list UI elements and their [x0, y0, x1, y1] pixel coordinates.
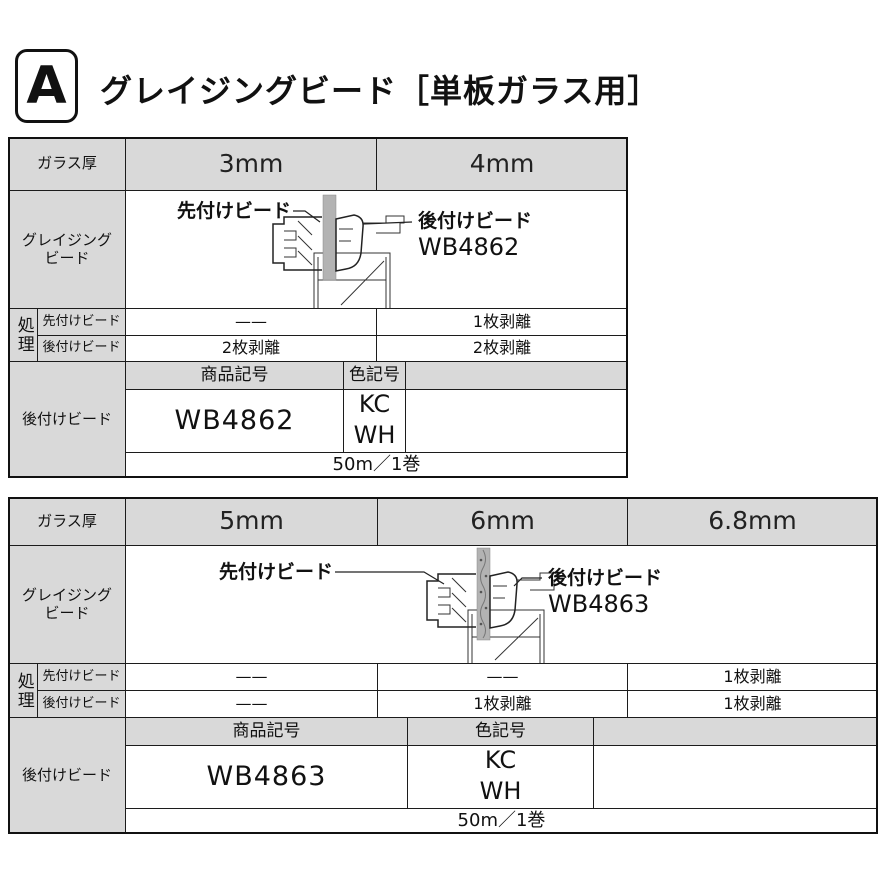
- thickness-value: 6.8mm: [627, 497, 878, 546]
- diagonal-line: [340, 260, 385, 306]
- pre-bead-shape: [451, 577, 467, 623]
- processing-value: ——: [125, 690, 378, 718]
- empty-header-cell: [405, 361, 628, 390]
- pre-bead-row-label: 先付けビード: [37, 663, 126, 691]
- post-bead-row-label: 後付けビード: [37, 335, 126, 362]
- sash-box: [313, 252, 391, 308]
- product-code-header: 商品記号: [125, 717, 408, 746]
- empty-header-cell: [593, 717, 878, 746]
- processing-value: ——: [125, 663, 378, 691]
- post-bead-section-label: 後付けビード: [8, 361, 126, 478]
- processing-value: ——: [125, 308, 377, 336]
- post-bead-shape: [335, 214, 364, 272]
- product-code-value: WB4862: [125, 389, 344, 453]
- processing-value: 1枚剥離: [627, 663, 878, 691]
- pre-bead-label: 先付けビード: [219, 560, 333, 583]
- color-code-header: 色記号: [407, 717, 594, 746]
- product-code-header: 商品記号: [125, 361, 344, 390]
- packing-value: 50m／1巻: [125, 452, 628, 478]
- cross-section-diagram-wb4862: 先付けビード 後付けビード WB4862: [177, 194, 532, 308]
- diagonal-line: [494, 617, 539, 661]
- pre-bead-shape: [297, 220, 313, 266]
- post-bead-leader: [362, 221, 413, 225]
- glass-pane: [322, 194, 337, 281]
- processing-label: 処理: [8, 663, 38, 718]
- processing-value: ——: [377, 663, 628, 691]
- post-bead-code: WB4863: [548, 590, 649, 618]
- post-bead-leader: [513, 577, 542, 587]
- glass-thickness-label: ガラス厚: [8, 137, 126, 191]
- glazing-bead-row-label: グレイジング ビード: [8, 545, 126, 664]
- processing-value: 2枚剥離: [376, 335, 628, 362]
- post-bead-label: 後付けビード: [548, 566, 662, 589]
- glass-texture: [480, 549, 486, 639]
- diagram-cell: 先付けビード 後付けビード WB4862: [125, 190, 628, 309]
- empty-cell: [405, 389, 628, 453]
- color-code-value: WH: [343, 420, 406, 453]
- section-badge: A: [15, 49, 78, 123]
- thickness-value: 3mm: [125, 137, 377, 191]
- processing-value: 1枚剥離: [627, 690, 878, 718]
- glazing-bead-row-label: グレイジング ビード: [8, 190, 126, 309]
- diagram-cell: 先付けビード 後付けビード WB4863: [125, 545, 878, 664]
- glass-pane: [476, 547, 491, 641]
- post-bead-label: 後付けビード: [418, 209, 532, 232]
- pre-bead-row-label: 先付けビード: [37, 308, 126, 336]
- color-code-value: KC: [343, 389, 406, 421]
- post-bead-section-label: 後付けビード: [8, 717, 126, 834]
- processing-value: 2枚剥離: [125, 335, 377, 362]
- processing-value: 1枚剥離: [377, 690, 628, 718]
- packing-value: 50m／1巻: [125, 808, 878, 834]
- page-title: グレイジングビード［単板ガラス用］: [100, 72, 661, 110]
- color-code-header: 色記号: [343, 361, 406, 390]
- left-frame-profile: [272, 216, 322, 271]
- glass-thickness-label: ガラス厚: [8, 497, 126, 546]
- processing-value: 1枚剥離: [376, 308, 628, 336]
- post-bead-row-label: 後付けビード: [37, 690, 126, 718]
- cross-section-diagram-wb4863: 先付けビード 後付けビード WB4863: [219, 547, 662, 663]
- pre-bead-leader: [293, 210, 321, 223]
- post-bead-shape: [489, 571, 518, 629]
- left-frame-profile: [426, 573, 476, 628]
- color-code-value: KC: [407, 745, 594, 777]
- thickness-value: 4mm: [376, 137, 628, 191]
- processing-label: 処理: [8, 308, 38, 362]
- thickness-value: 6mm: [377, 497, 628, 546]
- empty-cell: [593, 745, 878, 809]
- pre-bead-label: 先付けビード: [177, 199, 291, 222]
- pre-bead-leader: [335, 571, 445, 585]
- thickness-value: 5mm: [125, 497, 378, 546]
- product-code-value: WB4863: [125, 745, 408, 809]
- color-code-value: WH: [407, 776, 594, 809]
- sash-box: [467, 609, 545, 663]
- post-bead-code: WB4862: [418, 233, 519, 261]
